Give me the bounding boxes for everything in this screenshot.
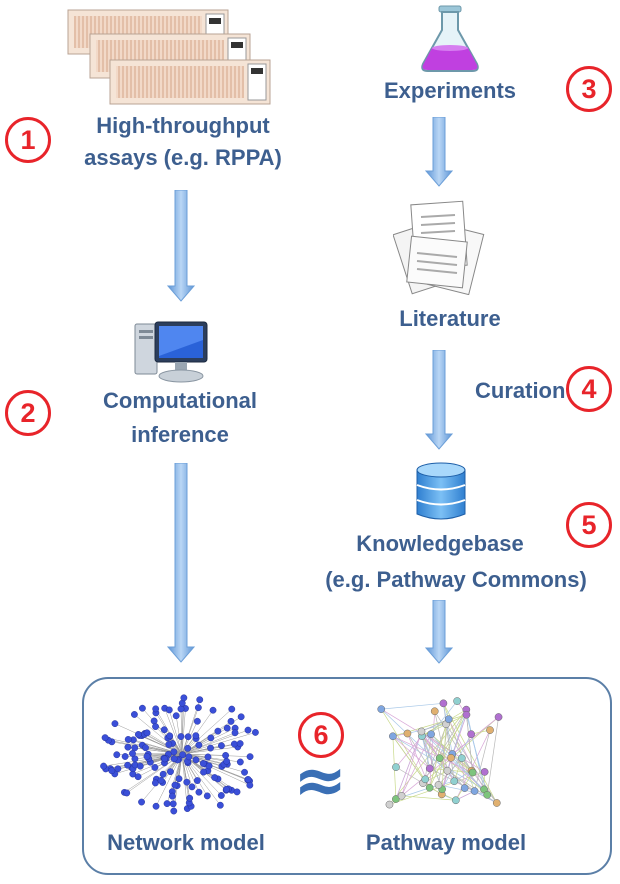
step-3-badge: 3	[566, 66, 612, 112]
pathway-model-label: Pathway model	[365, 830, 527, 855]
curation-label: Curation	[475, 378, 566, 403]
literature-icon	[393, 195, 488, 295]
step-4-badge: 4	[566, 366, 612, 412]
arrow-knowledgebase-to-pathway	[425, 600, 453, 664]
arrow-experiments-to-literature	[425, 117, 453, 187]
arrow-literature-to-knowledgebase	[425, 350, 453, 450]
computational-label-line2: inference	[131, 422, 229, 447]
step-1-badge: 1	[5, 117, 51, 163]
network-model-label: Network model	[107, 830, 265, 855]
knowledgebase-label-line1: Knowledgebase	[356, 531, 524, 556]
pathway-graph-icon	[372, 690, 512, 814]
assays-label-line1: High-throughput	[96, 113, 270, 138]
approximately-equal-sign: ≈	[293, 744, 347, 818]
experiments-label: Experiments	[383, 78, 517, 103]
flask-icon	[417, 4, 483, 74]
network-graph-icon	[92, 690, 272, 820]
arrow-assays-to-computational	[167, 190, 195, 302]
assays-label-line2: assays (e.g. RPPA)	[84, 145, 282, 170]
computer-icon	[131, 318, 211, 386]
arrow-computational-to-network	[167, 463, 195, 663]
step-5-badge: 5	[566, 502, 612, 548]
step-2-badge: 2	[5, 390, 51, 436]
step-6-badge: 6	[298, 712, 344, 758]
knowledgebase-label-line2: (e.g. Pathway Commons)	[325, 567, 587, 592]
literature-label: Literature	[399, 306, 501, 331]
database-icon	[413, 460, 469, 524]
computational-label-line1: Computational	[103, 388, 257, 413]
assay-slides-icon	[66, 8, 272, 108]
